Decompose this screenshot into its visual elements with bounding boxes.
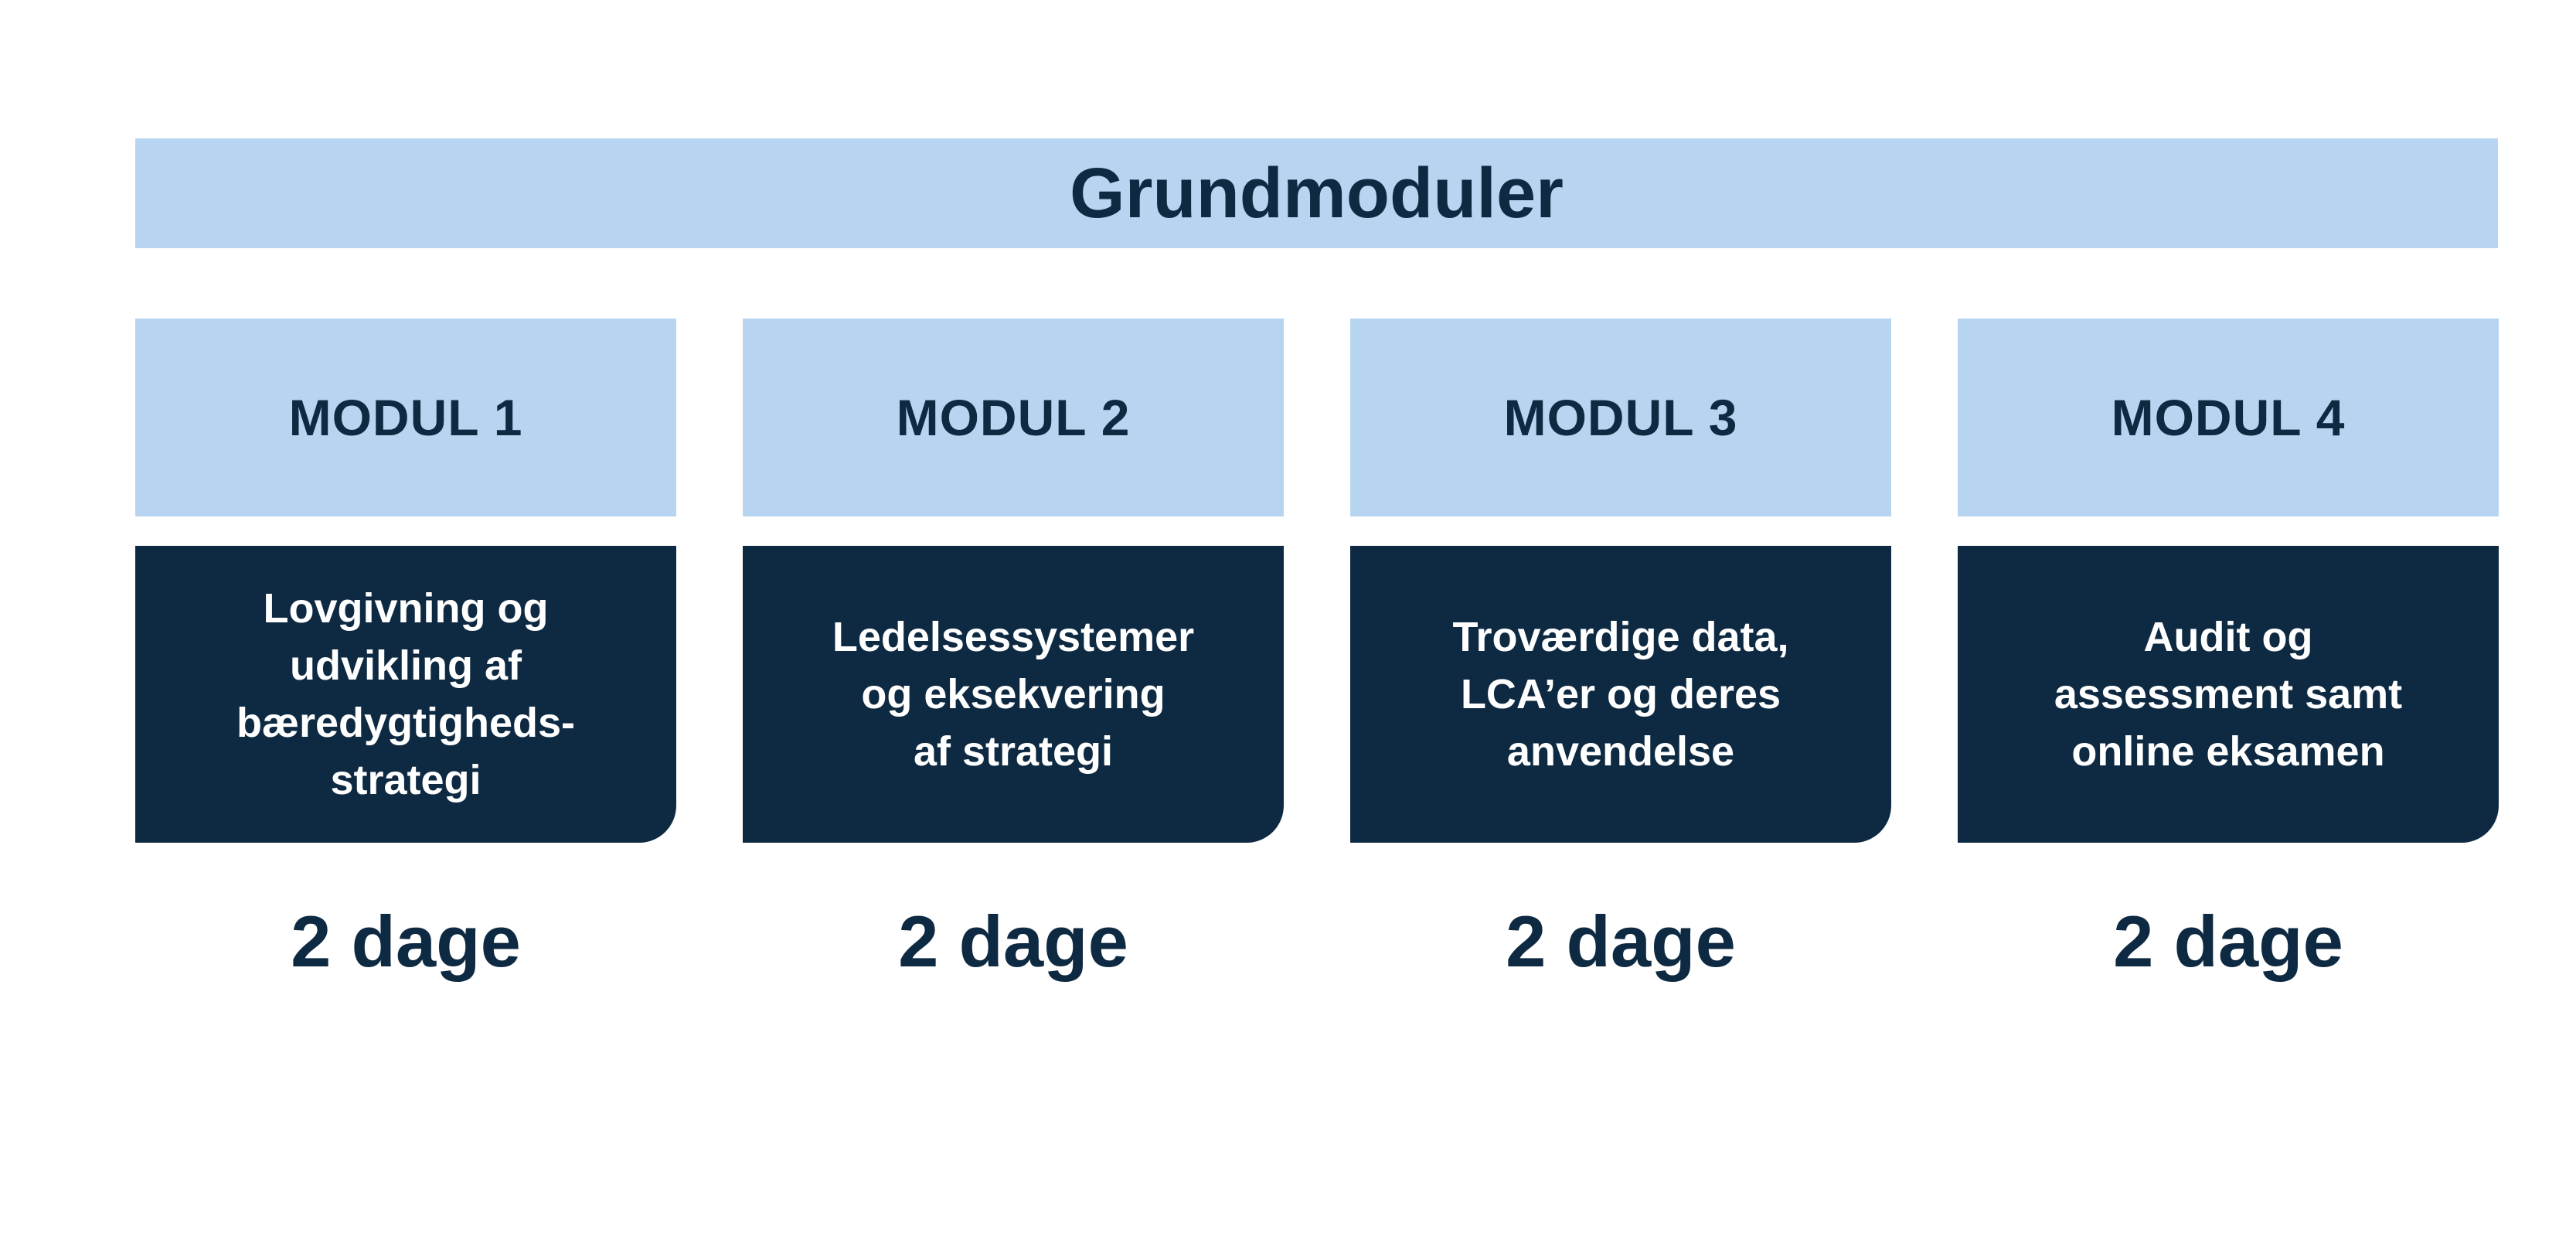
module-3-body-box: Troværdige data, LCA’er og deres anvende… [1350,546,1891,843]
module-3-header-box: MODUL 3 [1350,319,1891,516]
module-2-header-box: MODUL 2 [743,319,1284,516]
module-4-duration: 2 dage [1958,880,2499,1004]
module-4-body-box: Audit og assessment samt online eksamen [1958,546,2499,843]
module-3-description: Troværdige data, LCA’er og deres anvende… [1452,614,1789,775]
module-2-body-box: Ledelsessystemer og eksekvering af strat… [743,546,1284,843]
module-4-label: MODUL 4 [2111,389,2346,446]
grundmoduler-title: Grundmoduler [1070,153,1564,233]
module-column-1: MODUL 1 Lovgivning og udvikling af bæred… [135,319,676,1004]
module-column-3: MODUL 3 Troværdige data, LCA’er og deres… [1350,319,1891,1004]
module-3-duration-text: 2 dage [1506,901,1736,982]
module-1-duration: 2 dage [135,880,676,1004]
module-4-header-box: MODUL 4 [1958,319,2499,516]
module-4-description: Audit og assessment samt online eksamen [2054,614,2403,775]
module-column-2: MODUL 2 Ledelsessystemer og eksekvering … [743,319,1284,1004]
module-column-4: MODUL 4 Audit og assessment samt online … [1958,319,2499,1004]
module-1-duration-text: 2 dage [291,901,521,982]
module-1-description: Lovgivning og udvikling af bæredygtighed… [236,585,576,803]
module-3-duration: 2 dage [1350,880,1891,1004]
module-2-label: MODUL 2 [896,389,1131,446]
module-1-header-box: MODUL 1 [135,319,676,516]
module-3-label: MODUL 3 [1503,389,1738,446]
module-2-description: Ledelsessystemer og eksekvering af strat… [832,614,1195,775]
module-2-duration-text: 2 dage [898,901,1128,982]
grundmoduler-header-bar: Grundmoduler [135,138,2498,248]
module-2-duration: 2 dage [743,880,1284,1004]
module-1-label: MODUL 1 [288,389,523,446]
module-4-duration-text: 2 dage [2113,901,2343,982]
modules-row: MODUL 1 Lovgivning og udvikling af bæred… [135,319,2499,1004]
module-1-body-box: Lovgivning og udvikling af bæredygtighed… [135,546,676,843]
